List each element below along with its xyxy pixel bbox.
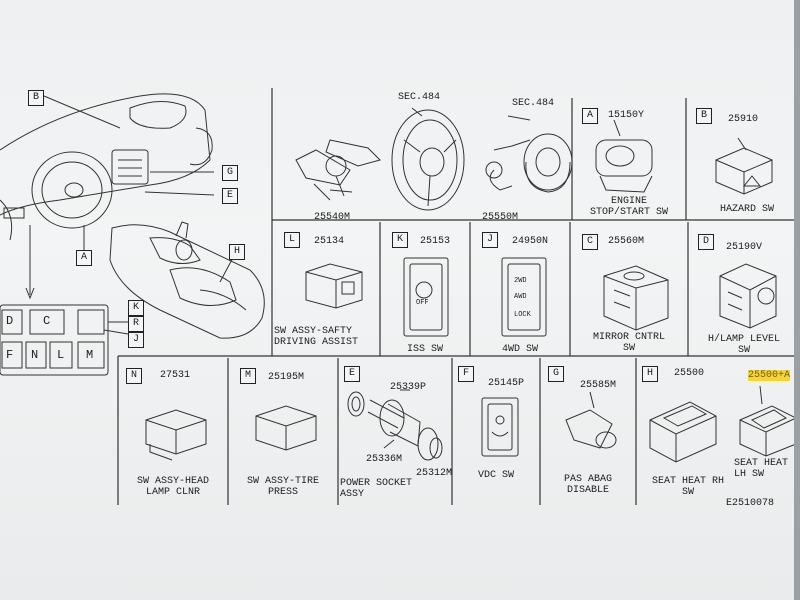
cell-letter: C (582, 234, 598, 250)
part-number: 25312M (416, 468, 453, 479)
cell-letter: B (696, 108, 712, 124)
dashboard-overview-drawing (0, 93, 265, 376)
part-name: H/LAMP LEVEL SW (707, 334, 780, 356)
cell-letter: H (642, 366, 658, 382)
cell-letter: A (582, 108, 598, 124)
part-name: SW ASSY-HEAD LAMP CLNR (136, 476, 209, 498)
part-number: 25153 (420, 236, 451, 247)
part-number: 24950N (512, 236, 549, 247)
panel-key: J (128, 332, 144, 348)
part-number-highlighted: 25500+A (748, 370, 791, 381)
part-name: MIRROR CNTRL SW (592, 332, 665, 354)
cell-letter: E (344, 366, 360, 382)
part-number: 25540M (314, 212, 351, 223)
part-number: 25910 (728, 114, 759, 125)
part-name: 4WD SW (501, 344, 538, 355)
iss-off-label: OFF (416, 299, 429, 307)
mode-label: LOCK (514, 311, 531, 319)
cell-letter: J (482, 232, 498, 248)
monitor-bezel-edge (794, 0, 800, 600)
cell-letter: M (240, 368, 256, 384)
panel-key: R (128, 316, 144, 332)
panel-key: K (128, 300, 144, 316)
cell-letter: F (458, 366, 474, 382)
callout-h: H (229, 244, 245, 260)
part-number: 25560M (608, 236, 645, 247)
panel-key: F (6, 348, 14, 362)
part-number: 25339P (390, 382, 427, 393)
part-name: POWER SOCKET ASSY (340, 478, 413, 500)
panel-key: M (86, 348, 94, 362)
part-name: SEAT HEAT LH SW (734, 458, 789, 480)
part-number: 25190V (726, 242, 763, 253)
part-number: SEC.484 (512, 98, 555, 109)
part-name: PAS ABAG DISABLE (563, 474, 612, 496)
parts-bottom-row-drawing (145, 385, 797, 463)
part-name: HAZARD SW (719, 204, 774, 215)
cell-letter: N (126, 368, 142, 384)
part-name: ENGINE STOP/START SW (589, 196, 668, 218)
part-number: SEC.484 (398, 92, 441, 103)
panel-key: L (57, 348, 65, 362)
callout-e: E (222, 188, 238, 204)
part-number: 25195M (268, 372, 305, 383)
part-number: 25500 (674, 368, 705, 379)
cell-letter: G (548, 366, 564, 382)
drawing-code: E2510078 (726, 498, 775, 509)
part-number: 25145P (488, 378, 525, 389)
callout-b: B (28, 90, 44, 106)
panel-key: C (43, 314, 51, 328)
part-number: 25336M (366, 454, 403, 465)
part-name: ISS SW (406, 344, 443, 355)
callout-g: G (222, 165, 238, 181)
cell-letter: K (392, 232, 408, 248)
part-number: 27531 (160, 370, 191, 381)
part-number: 25585M (580, 380, 617, 391)
cell-letter: L (284, 232, 300, 248)
part-number: 15150Y (608, 110, 645, 121)
part-name: SW ASSY-TIRE PRESS (246, 476, 319, 498)
panel-key: D (6, 314, 14, 328)
parts-top-row-drawing (295, 107, 773, 211)
callout-a: A (76, 250, 92, 266)
part-number: 25134 (314, 236, 345, 247)
mode-label: 2WD (514, 277, 527, 285)
panel-key: N (31, 348, 39, 362)
parts-middle-row-drawing (305, 257, 777, 337)
mode-label: AWD (514, 293, 527, 301)
part-number: 25550M (482, 212, 519, 223)
cell-letter: D (698, 234, 714, 250)
part-name: SEAT HEAT RH SW (651, 476, 724, 498)
part-name: SW ASSY-SAFTY DRIVING ASSIST (274, 326, 359, 348)
part-name: VDC SW (477, 470, 514, 481)
